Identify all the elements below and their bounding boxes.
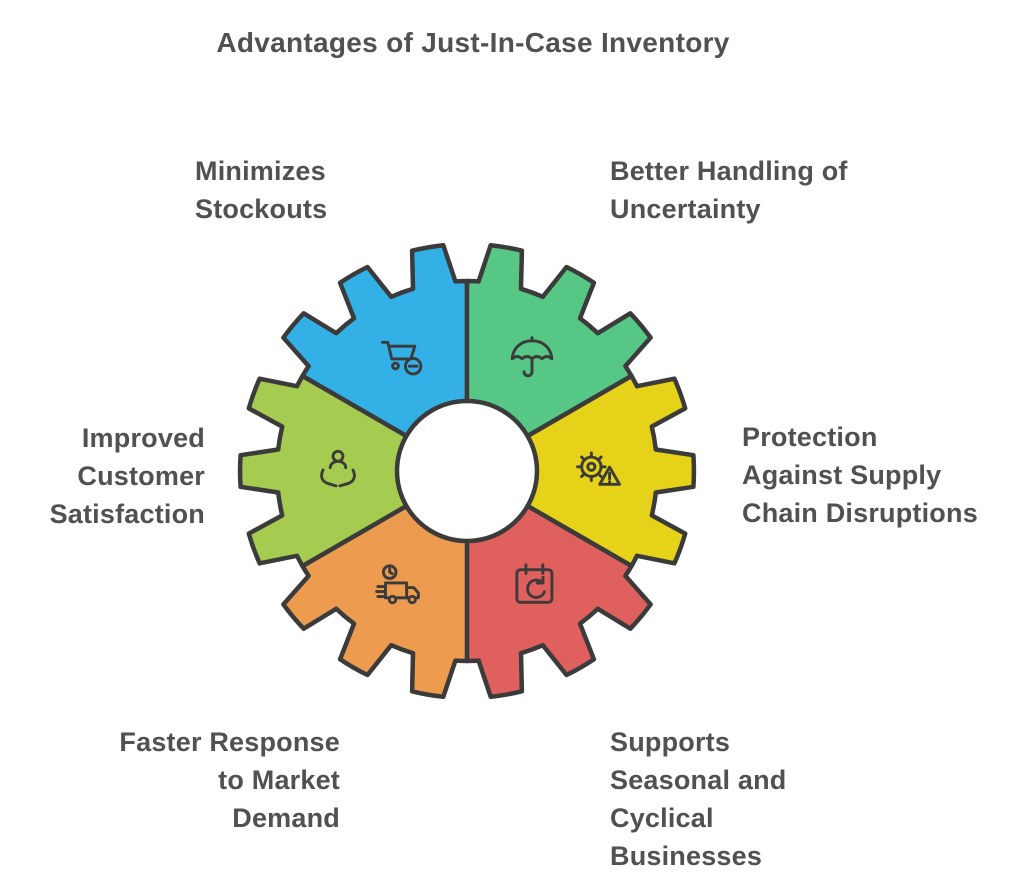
umbrella-icon xyxy=(510,336,554,378)
gear-warning-icon xyxy=(576,451,621,486)
calendar-posts xyxy=(524,563,545,575)
umbrella-canopy xyxy=(510,339,554,361)
page-title: Advantages of Just-In-Case Inventory xyxy=(216,27,730,58)
label-supports-seasonal-and-cyclical-businesses: Supports Seasonal and Cyclical Businesse… xyxy=(610,727,787,871)
hand-left xyxy=(320,468,338,488)
refresh-arrowhead xyxy=(535,575,545,585)
umbrella-handle xyxy=(522,357,534,378)
cart-body xyxy=(381,340,417,361)
speed-lines xyxy=(375,585,385,598)
hand-right xyxy=(338,468,356,488)
segment-supports-seasonal-and-cyclical-businesses xyxy=(464,503,653,700)
person-shoulders xyxy=(328,459,348,470)
calendar-frame xyxy=(515,568,554,604)
segment-faster-response-to-market-demand xyxy=(281,503,470,700)
label-minimizes-stockouts: Minimizes Stockouts xyxy=(195,156,328,224)
truck-clock-icon xyxy=(375,564,420,605)
truck-body xyxy=(384,581,409,600)
segment-minimizes-stockouts xyxy=(281,242,470,439)
truck-wheel-rear xyxy=(387,594,398,605)
label-protection-against-supply-chain-disruptions: Protection Against Supply Chain Disrupti… xyxy=(742,422,978,528)
label-improved-customer-satisfaction: Improved Customer Satisfaction xyxy=(49,423,205,529)
gear-hub xyxy=(586,461,597,472)
refresh-arc xyxy=(526,578,546,599)
person-hands-icon xyxy=(320,449,356,488)
cart-minus-icon xyxy=(381,340,423,376)
cart-wheel xyxy=(391,361,400,371)
person-head xyxy=(331,449,345,463)
truck-wheel-front xyxy=(407,594,417,605)
clock-hands xyxy=(388,567,394,576)
clock-face xyxy=(381,564,398,580)
calendar-refresh-icon xyxy=(515,563,554,604)
segment-better-handling-of-uncertainty xyxy=(464,242,653,439)
gear-teeth xyxy=(576,451,607,482)
label-better-handling-of-uncertainty: Better Handling of Uncertainty xyxy=(610,156,848,224)
label-faster-response-to-market-demand: Faster Response to Market Demand xyxy=(119,727,340,833)
